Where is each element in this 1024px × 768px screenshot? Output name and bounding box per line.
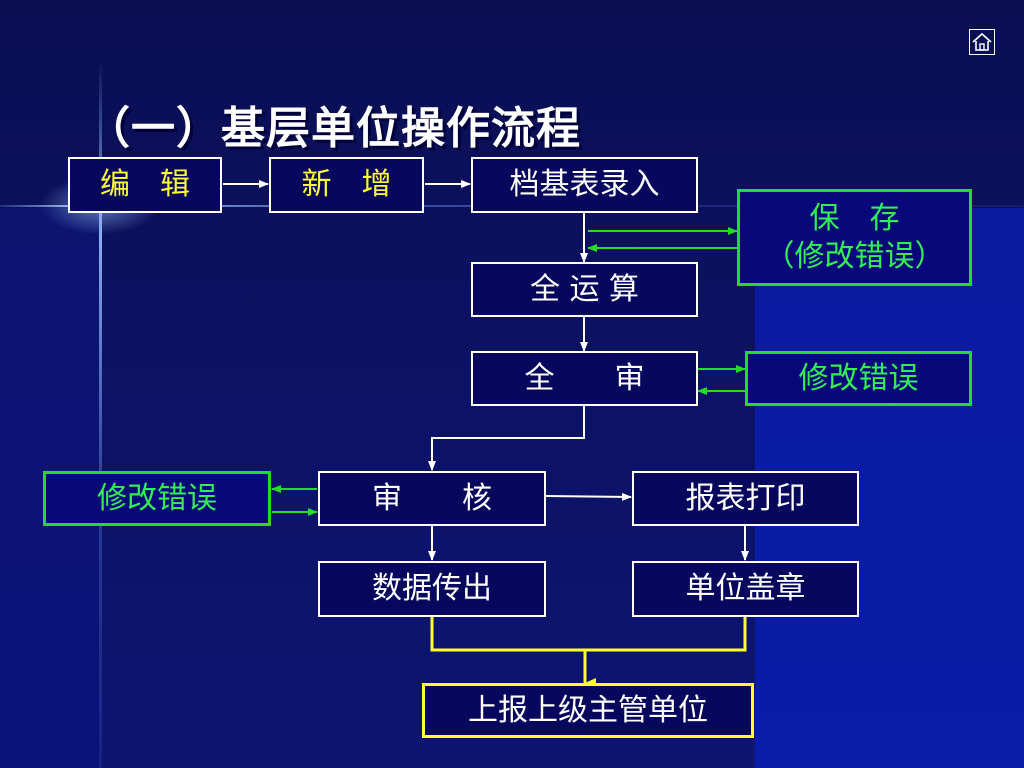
node-fix-audit: 修改错误 (745, 351, 972, 406)
node-fix-review: 修改错误 (43, 471, 271, 526)
node-stamp: 单位盖章 (632, 561, 859, 617)
decorative-vertical-line (99, 60, 102, 768)
node-input: 档基表录入 (471, 157, 698, 213)
node-transfer: 数据传出 (318, 561, 546, 617)
node-edit: 编 辑 (68, 157, 222, 213)
page-title: （一）基层单位操作流程 (86, 103, 581, 154)
node-add: 新 增 (269, 157, 424, 213)
node-audit-all: 全 审 (471, 351, 698, 406)
home-icon-glyph (972, 32, 992, 51)
node-save: 保 存 （修改错误） (737, 189, 972, 286)
home-icon[interactable] (969, 29, 995, 55)
node-print: 报表打印 (632, 471, 859, 526)
arrow-audit-to-review (428, 406, 585, 471)
node-report: 上报上级主管单位 (422, 683, 754, 738)
node-calc: 全 运 算 (471, 262, 698, 317)
connector-merge (430, 617, 747, 652)
node-review: 审 核 (318, 471, 546, 526)
arrow-review-to-print (545, 492, 632, 501)
